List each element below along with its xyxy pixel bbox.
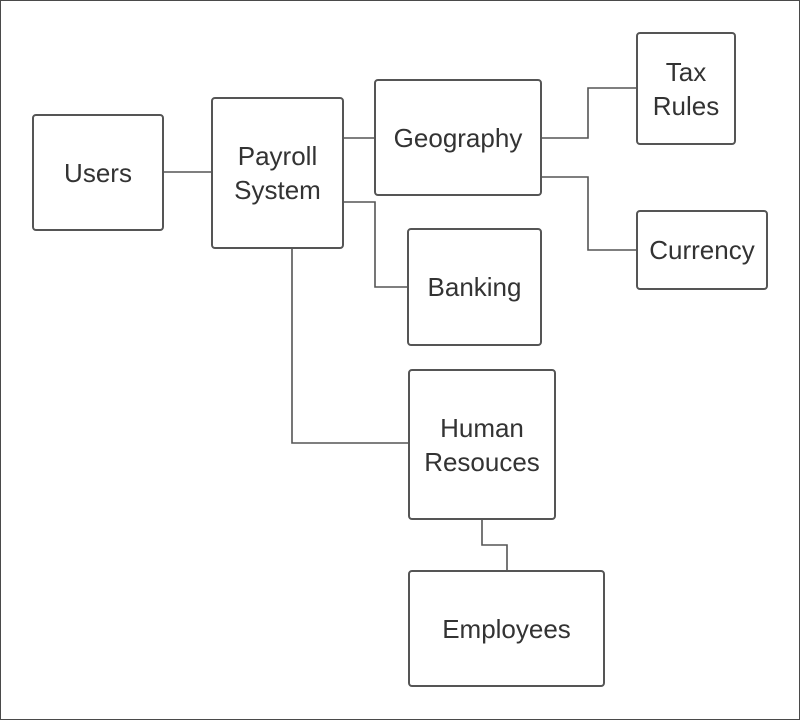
node-payroll-system[interactable]: Payroll System <box>211 97 344 249</box>
node-human-resources[interactable]: Human Resouces <box>408 369 556 520</box>
node-currency-label: Currency <box>649 235 755 265</box>
node-tax-rules-label: Tax Rules <box>652 56 720 121</box>
node-tax-rules[interactable]: Tax Rules <box>636 32 736 145</box>
edge-geography-tax-rules <box>541 87 637 139</box>
node-currency[interactable]: Currency <box>636 210 768 290</box>
edge-human-resources-employees <box>481 519 508 571</box>
node-banking[interactable]: Banking <box>407 228 542 346</box>
edge-geography-currency <box>541 176 637 251</box>
node-human-resources-label: Human Resouces <box>424 412 540 477</box>
node-users[interactable]: Users <box>32 114 164 231</box>
node-payroll-system-label: Payroll System <box>234 141 321 205</box>
node-banking-label: Banking <box>427 272 522 302</box>
node-geography-label: Geography <box>393 122 523 153</box>
node-users-label: Users <box>64 157 132 188</box>
node-geography[interactable]: Geography <box>374 79 542 196</box>
node-employees-label: Employees <box>442 613 571 644</box>
edge-payroll-human-resources <box>291 248 409 444</box>
node-employees[interactable]: Employees <box>408 570 605 687</box>
edge-payroll-banking <box>343 201 408 288</box>
